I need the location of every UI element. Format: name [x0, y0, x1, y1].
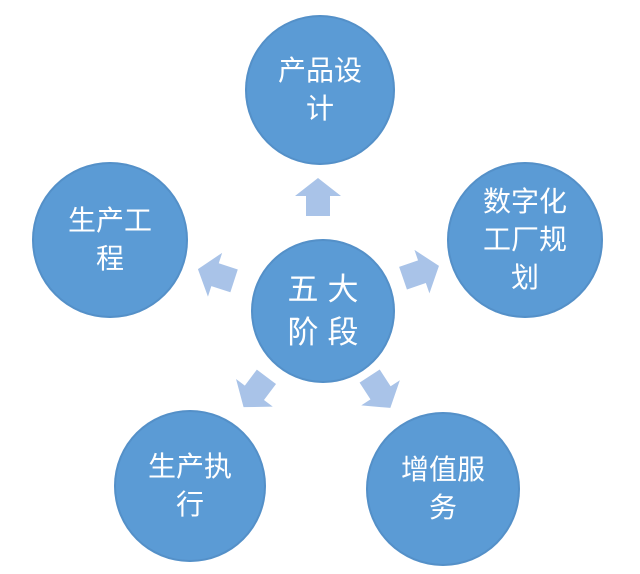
node-production-execution: 生产执 行 [114, 410, 266, 562]
center-to-right-arrow-icon [399, 249, 439, 294]
node-label-line: 划 [510, 262, 539, 293]
node-digital-factory-planning: 数字化 工厂规 划 [447, 162, 603, 318]
center-to-bottom-left-arrow-icon [236, 369, 277, 408]
node-label-line: 生产执 [147, 451, 232, 482]
node-label-line: 程 [95, 243, 124, 274]
center-node-label-line: 五大 [287, 272, 368, 307]
node-label-line: 计 [305, 93, 334, 124]
center-to-left-arrow-icon [197, 252, 238, 297]
node-label-line: 生产工 [67, 205, 152, 236]
node-label-line: 务 [428, 492, 457, 523]
node-label-line: 工厂规 [482, 224, 567, 255]
node-label-line: 数字化 [482, 186, 567, 217]
center-to-top-arrow-icon [295, 178, 341, 216]
center-to-bottom-right-arrow-icon [359, 369, 400, 408]
center-node: 五大 阶段 [251, 239, 395, 383]
node-label-line: 行 [175, 489, 204, 520]
node-value-added-services: 增值服 务 [366, 412, 520, 566]
node-product-design: 产品设 计 [245, 15, 395, 165]
node-label-line: 产品设 [277, 55, 362, 86]
node-production-engineering: 生产工 程 [32, 162, 188, 318]
center-node-label-line: 阶段 [287, 315, 368, 350]
node-label-line: 增值服 [400, 454, 485, 485]
